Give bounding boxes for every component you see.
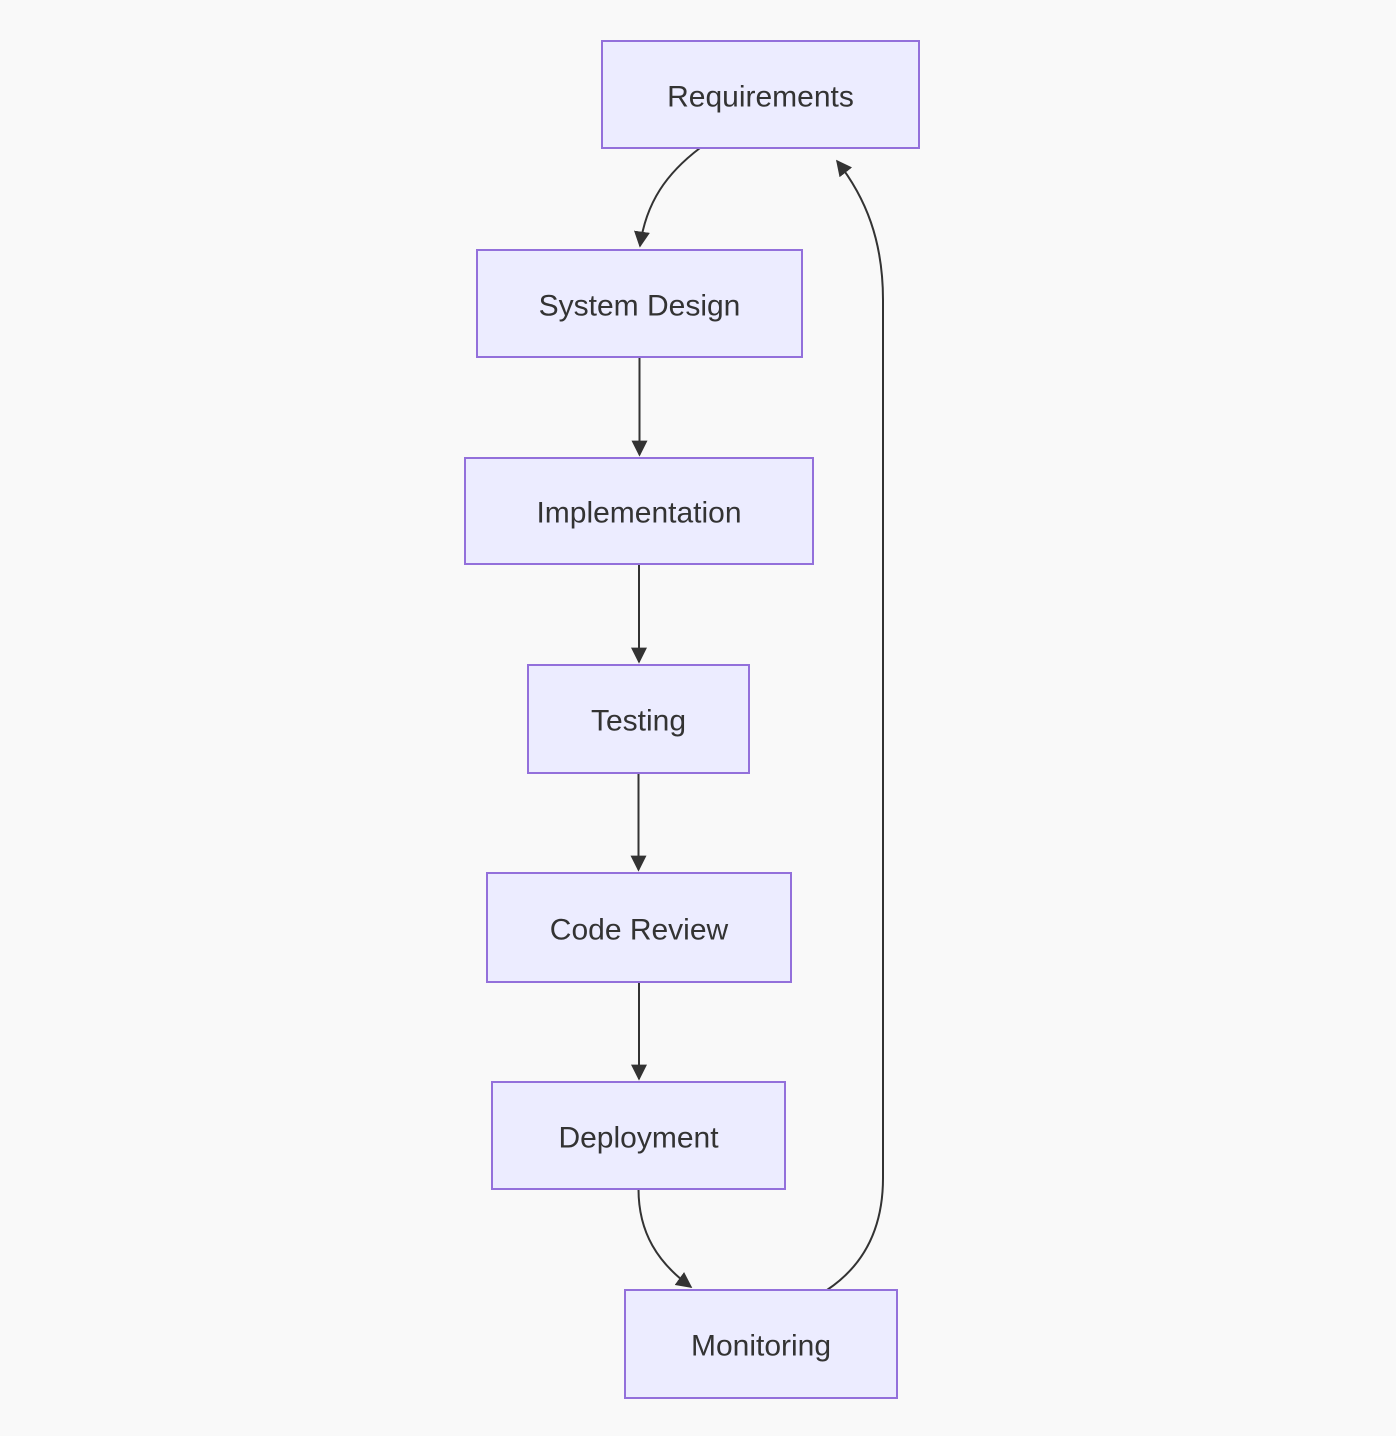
node-implementation: Implementation bbox=[464, 457, 814, 565]
node-system-design: System Design bbox=[476, 249, 803, 358]
node-monitoring-box bbox=[624, 1289, 898, 1399]
node-implementation-box bbox=[464, 457, 814, 565]
edge-deployment-to-monitoring bbox=[637, 1188, 693, 1288]
node-code-review-box bbox=[486, 872, 792, 983]
node-requirements-label: Requirements bbox=[667, 81, 854, 114]
node-code-review: Code Review bbox=[486, 872, 792, 983]
node-implementation-label: Implementation bbox=[536, 497, 741, 530]
edge-monitoring-to-requirements bbox=[826, 159, 884, 1291]
edge-layer bbox=[630, 147, 884, 1291]
node-system-design-label: System Design bbox=[539, 290, 741, 323]
node-deployment-box bbox=[491, 1081, 786, 1190]
node-testing-label: Testing bbox=[591, 705, 686, 738]
node-testing-box bbox=[527, 664, 750, 774]
node-monitoring: Monitoring bbox=[624, 1289, 898, 1399]
node-requirements: Requirements bbox=[601, 40, 920, 149]
node-deployment: Deployment bbox=[491, 1081, 786, 1190]
node-code-review-label: Code Review bbox=[550, 914, 729, 947]
node-testing: Testing bbox=[527, 664, 750, 774]
node-system-design-box bbox=[476, 249, 803, 358]
edge-requirements-to-system-design bbox=[634, 147, 701, 248]
node-monitoring-label: Monitoring bbox=[691, 1330, 831, 1363]
node-deployment-label: Deployment bbox=[558, 1122, 719, 1155]
node-requirements-box bbox=[601, 40, 920, 149]
